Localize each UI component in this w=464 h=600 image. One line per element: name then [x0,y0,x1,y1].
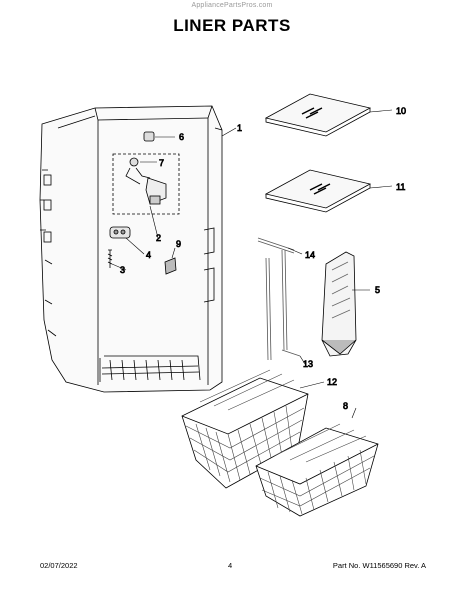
callout-11: 11 [396,182,405,192]
callout-4: 4 [146,250,151,260]
part-4-switch [109,226,131,239]
callout-8: 8 [343,401,348,411]
watermark-text: AppliancePartsPros.com [191,2,273,9]
part-5-door-bin [321,251,357,357]
callout-6: 6 [179,132,184,142]
footer-page-number: 4 [228,561,233,570]
footer-date: 02/07/2022 [40,561,78,570]
liner-shell [39,105,223,393]
part-13-rails [265,249,301,361]
callout-12: 12 [327,377,337,387]
part-8-basket [255,423,379,517]
callout-14: 14 [305,250,315,260]
part-12-basket [181,369,309,489]
page-title: LINER PARTS [173,16,291,35]
callout-2: 2 [156,233,161,243]
callout-9: 9 [176,239,181,249]
callout-3: 3 [120,265,125,275]
callout-13: 13 [303,359,313,369]
callout-7: 7 [159,158,164,168]
footer-part-number: Part No. W11565690 Rev. A [332,561,426,570]
part-10-shelf [264,93,372,137]
part-6-button [143,131,155,142]
callout-1: 1 [237,123,242,133]
part-14-rail [257,237,295,254]
control-box-outline [112,153,180,215]
callout-10: 10 [396,106,406,116]
callout-5: 5 [375,285,380,295]
part-9-label [164,257,177,275]
part-7-control [125,157,167,205]
part-11-shelf [264,169,372,213]
part-3-screw [107,249,113,268]
leader-lines [111,109,393,419]
